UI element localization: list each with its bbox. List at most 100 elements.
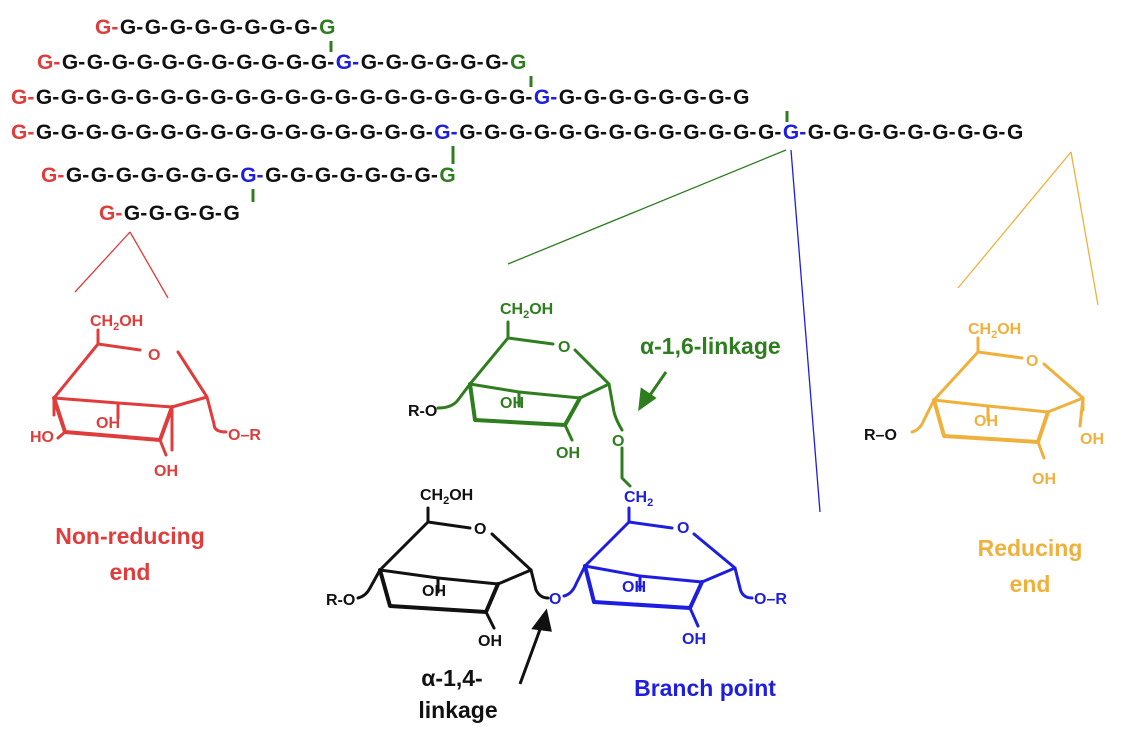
residue-1-13: G- [361,51,384,74]
residue-4-9: G- [265,164,288,187]
ch2oh-red: CH2OH [90,313,143,333]
residue-4-15: G- [415,164,438,187]
residue-1-5: G- [162,51,185,74]
residue-3-15: G- [385,121,408,144]
residue-3-12: G- [310,121,333,144]
residue-2-13: G- [335,86,358,109]
residue-2-22: G- [559,86,582,109]
residue-3-17: G- [434,121,457,144]
oh-red-1: OH [96,415,120,432]
residue-2-2: G- [61,86,84,109]
residue-2-29: G [733,86,749,109]
residue-2-10: G- [260,86,283,109]
residue-4-5: G- [166,164,189,187]
oh-black-1: OH [422,583,446,600]
residue-2-11: G- [285,86,308,109]
residue-1-18: G- [485,51,508,74]
ring-o-green: O [558,339,570,356]
residue-3-19: G- [484,121,507,144]
residue-0-2: G- [145,16,168,39]
residue-3-32: G- [808,121,831,144]
residue-1-17: G- [460,51,483,74]
residue-3-25: G- [634,121,657,144]
residue-4-10: G- [290,164,313,187]
residue-3-5: G- [136,121,159,144]
residue-0-4: G- [195,16,218,39]
residue-0-8: G- [294,16,317,39]
oh-orange-2: OH [1032,471,1056,488]
residue-3-0: G- [11,121,34,144]
residue-4-11: G- [315,164,338,187]
residue-2-14: G- [360,86,383,109]
residue-3-28: G- [708,121,731,144]
connector-lines [74,149,1099,513]
residue-5-3: G- [174,202,197,225]
blue-atoms: CH2 O O OH OH O–R [549,489,787,648]
residue-4-7: G- [215,164,238,187]
r-o-green: R-O [408,403,437,420]
black-glucose [356,506,550,630]
ring-o-red: O [148,347,160,364]
residue-2-26: G- [658,86,681,109]
residue-1-15: G- [411,51,434,74]
residue-3-40: G [1007,121,1023,144]
non-reducing-line-2: end [110,559,151,585]
oh-green-2: OH [556,445,580,462]
chain-2: G-G-G-G-G-G-G-G-G-G-G-G-G-G-G-G-G-G-G-G-… [11,86,749,109]
residue-3-8: G- [210,121,233,144]
chain-4: G-G-G-G-G-G-G-G-G-G-G-G-G-G-G-G-G [41,164,456,187]
residue-2-17: G- [434,86,457,109]
residue-3-31: G- [783,121,806,144]
residue-3-16: G- [409,121,432,144]
ch2-blue: CH2 [624,489,653,509]
residue-3-1: G- [36,121,59,144]
residue-1-10: G- [286,51,309,74]
alpha14-arrow [518,608,552,685]
residue-3-34: G- [858,121,881,144]
residue-3-36: G- [907,121,930,144]
residue-3-11: G- [285,121,308,144]
residue-3-10: G- [260,121,283,144]
residue-3-14: G- [360,121,383,144]
residue-2-27: G- [683,86,706,109]
residue-3-33: G- [833,121,856,144]
residue-0-0: G- [95,16,118,39]
residue-0-3: G- [170,16,193,39]
residue-5-5: G [224,202,240,225]
residue-1-8: G- [236,51,259,74]
residue-2-8: G- [210,86,233,109]
residue-3-23: G- [584,121,607,144]
non-reducing-atoms: CH2OH O HO OH OH O–R [30,313,261,480]
red-connector-left [74,231,131,293]
residue-5-2: G- [149,202,172,225]
residue-3-39: G- [982,121,1005,144]
residue-4-13: G- [365,164,388,187]
residue-2-7: G- [185,86,208,109]
residue-2-15: G- [385,86,408,109]
residue-3-6: G- [160,121,183,144]
residue-3-3: G- [86,121,109,144]
alpha14-label: α-1,4- linkage [418,665,497,723]
residue-2-21: G- [534,86,557,109]
chain-1: G-G-G-G-G-G-G-G-G-G-G-G-G-G-G-G-G-G-G-G [37,51,526,74]
residue-3-2: G- [61,121,84,144]
residue-0-7: G- [269,16,292,39]
residue-3-18: G- [459,121,482,144]
residue-1-2: G- [87,51,110,74]
residue-2-25: G- [634,86,657,109]
ring-o-blue: O [677,520,689,537]
residue-2-16: G- [409,86,432,109]
green-connector [507,149,787,265]
chain-3: G-G-G-G-G-G-G-G-G-G-G-G-G-G-G-G-G-G-G-G-… [11,121,1023,144]
reducing-label: Reducing end [978,535,1083,597]
residue-1-19: G [510,51,526,74]
residue-3-29: G- [733,121,756,144]
residue-3-37: G- [932,121,955,144]
residue-2-6: G- [160,86,183,109]
residue-3-24: G- [609,121,632,144]
chain-0: G-G-G-G-G-G-G-G-G-G [95,16,335,39]
residue-2-12: G- [310,86,333,109]
ch2oh-green: CH2OH [500,301,553,321]
